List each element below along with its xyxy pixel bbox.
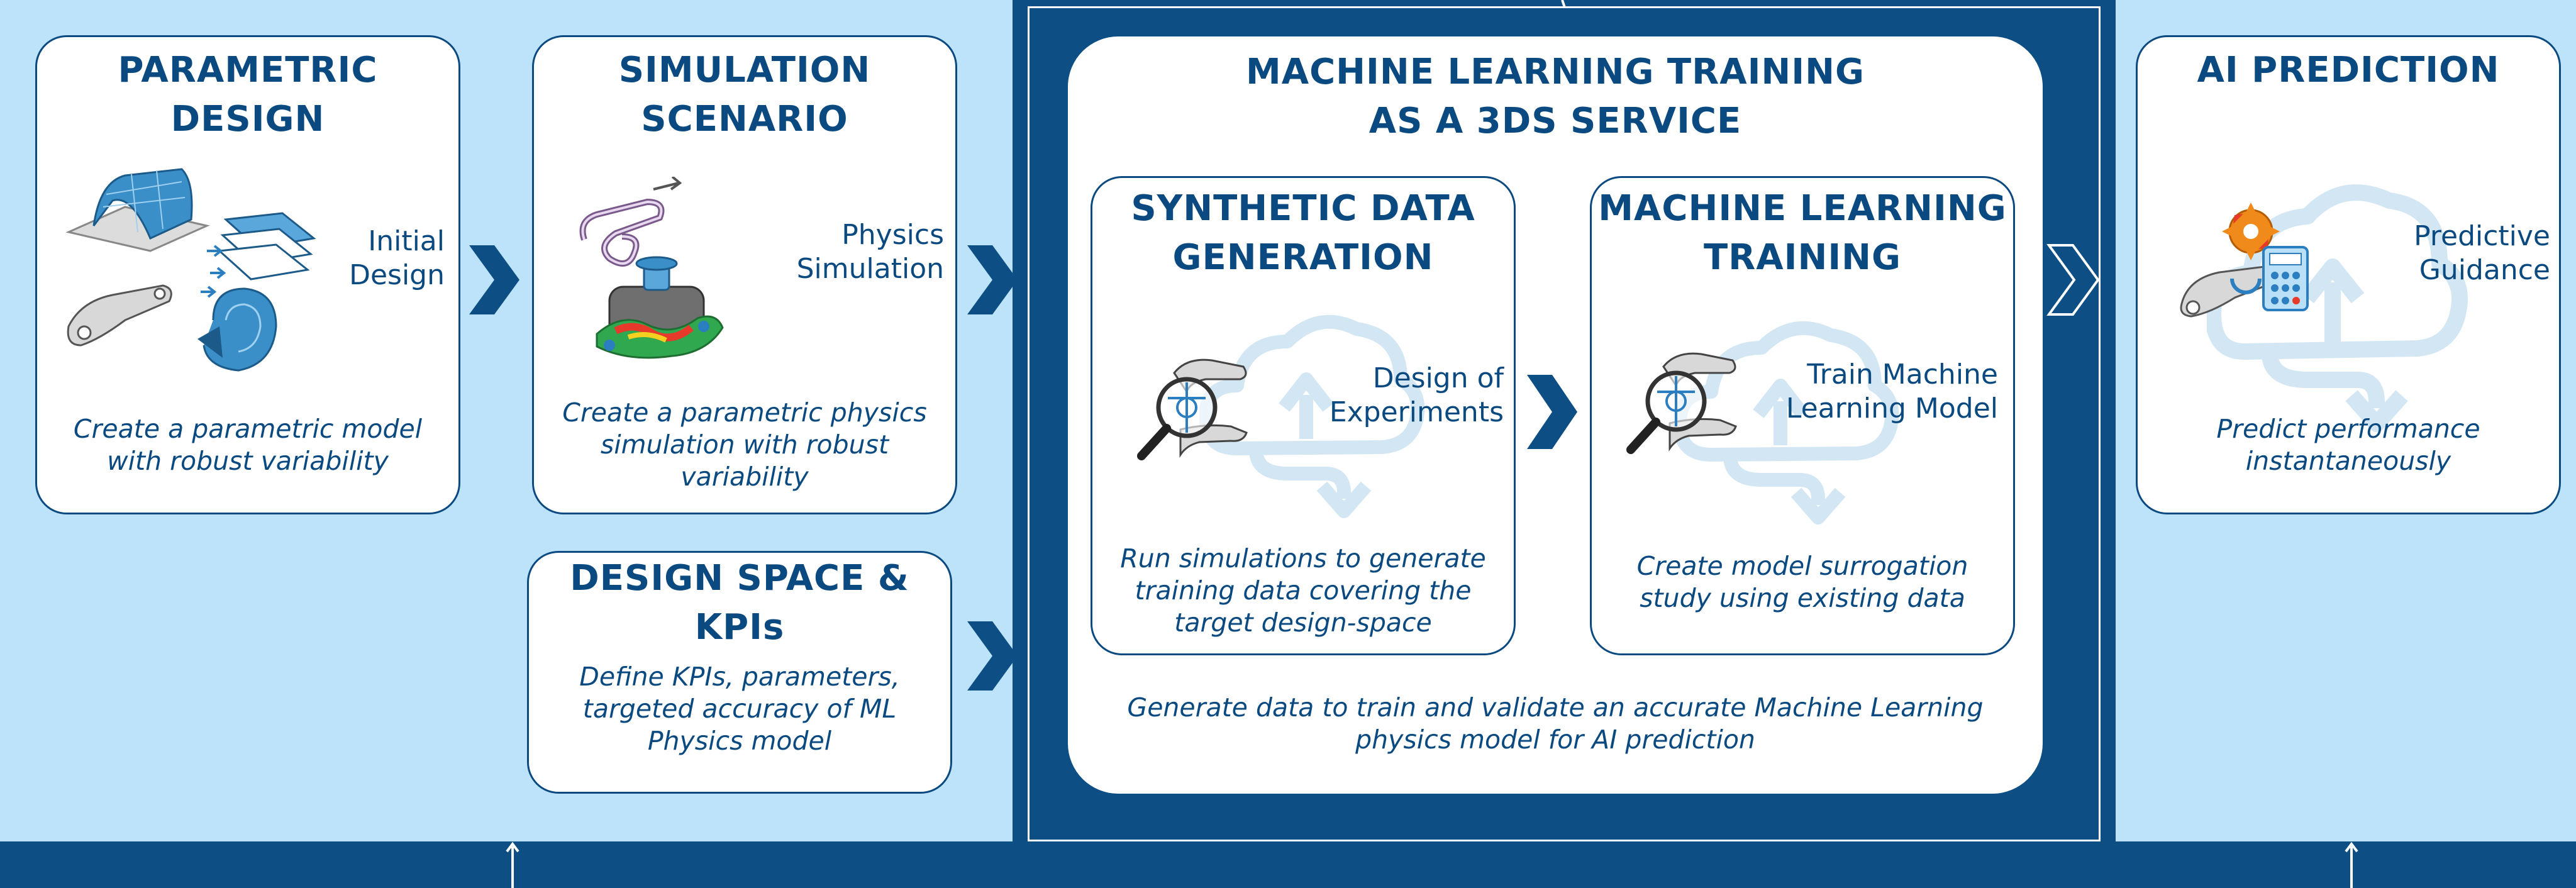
bottom-right-connector — [2345, 841, 2358, 888]
side-label-line: Learning Model — [1785, 392, 1998, 425]
desc-line: Predict performance — [2216, 414, 2480, 444]
title-line: GENERATION — [1172, 237, 1434, 278]
simulation-scenario-card: SIMULATION SCENARIO Physics Simulation C… — [532, 35, 957, 514]
simulation-scenario-description: Create a parametric physics simulation w… — [534, 397, 955, 493]
desc-line: Define KPIs, parameters, — [579, 662, 900, 692]
design-of-experiments-label: Design of Experiments — [1328, 362, 1504, 430]
desc-line: Generate data to train and validate an a… — [1127, 692, 1984, 723]
desc-line: study using existing data — [1640, 583, 1965, 613]
parametric-design-description: Create a parametric model with robust va… — [37, 413, 458, 477]
ai-prediction-description: Predict performance instantaneously — [2138, 413, 2559, 477]
side-label-line: Initial — [368, 225, 445, 257]
synthetic-data-title: SYNTHETIC DATA GENERATION — [1092, 184, 1514, 282]
title-line: MACHINE LEARNING TRAINING — [1246, 52, 1865, 92]
title-line: PARAMETRIC — [118, 50, 378, 91]
physics-simulation-label: Physics Simulation — [780, 218, 944, 286]
predictive-guidance-label: Predictive Guidance — [2387, 219, 2550, 287]
side-label-line: Simulation — [796, 253, 944, 285]
desc-line: variability — [680, 462, 809, 492]
train-ml-model-label: Train Machine Learning Model — [1759, 358, 1998, 426]
desc-line: target design-space — [1174, 608, 1432, 638]
design-space-title: DESIGN SPACE & KPIs — [529, 554, 950, 652]
ai-prediction-title: AI PREDICTION — [2197, 50, 2500, 91]
desc-line: targeted accuracy of ML — [582, 694, 897, 724]
chevron-right-icon — [1527, 375, 1577, 449]
desc-line: Create a parametric physics — [562, 397, 927, 428]
cad-parts-icon — [65, 168, 316, 372]
desc-line: training data covering the — [1135, 575, 1472, 606]
chevron-right-icon — [967, 245, 1018, 314]
side-label-line: Guidance — [2419, 254, 2550, 286]
title-line: KPIs — [694, 607, 785, 648]
title-line: TRAINING — [1703, 237, 1902, 278]
ai-prediction-card: AI PREDICTION Predictive Guidance Predic… — [2136, 35, 2561, 514]
ml-training-card: MACHINE LEARNING TRAINING Train Machine … — [1590, 176, 2015, 655]
ml-training-description: Create model surrogation study using exi… — [1592, 550, 2013, 614]
title-line: MACHINE LEARNING — [1598, 188, 2007, 229]
side-label-line: Predictive — [2414, 220, 2550, 252]
desc-line: with robust variability — [107, 446, 389, 476]
magnifier-parts-icon — [1626, 352, 1737, 454]
title-line: AS A 3DS SERVICE — [1368, 101, 1742, 142]
side-label-line: Experiments — [1329, 396, 1504, 428]
title-line: SCENARIO — [641, 99, 848, 140]
desc-line: instantaneously — [2245, 446, 2451, 476]
ml-service-title: MACHINE LEARNING TRAINING AS A 3DS SERVI… — [1068, 48, 2043, 146]
desc-line: Run simulations to generate — [1120, 543, 1486, 574]
ml-service-description: Generate data to train and validate an a… — [1068, 692, 2043, 756]
chevron-right-icon — [967, 621, 1018, 691]
desc-line: Create a parametric model — [73, 414, 423, 444]
design-space-description: Define KPIs, parameters, targeted accura… — [529, 661, 950, 757]
chevron-right-outline-icon — [2046, 244, 2100, 316]
initial-design-label: Initial Design — [319, 225, 445, 292]
desc-line: Create model surrogation — [1636, 551, 1968, 581]
desc-line: physics model for AI prediction — [1355, 724, 1755, 755]
top-connector — [1561, 0, 1566, 8]
synthetic-data-card: SYNTHETIC DATA GENERATION Design of Expe… — [1091, 176, 1516, 655]
magnifier-parts-icon — [1137, 358, 1248, 460]
side-label-line: Train Machine — [1807, 358, 1998, 391]
design-space-card: DESIGN SPACE & KPIs Define KPIs, paramet… — [527, 551, 952, 794]
title-line: DESIGN SPACE & — [570, 558, 909, 599]
side-label-line: Design of — [1372, 362, 1504, 394]
part-gear-calculator-icon — [2180, 203, 2309, 318]
simulation-scenario-title: SIMULATION SCENARIO — [534, 46, 955, 144]
side-label-line: Design — [349, 259, 445, 291]
side-label-line: Physics — [841, 219, 944, 251]
ml-training-title: MACHINE LEARNING TRAINING — [1592, 184, 2013, 282]
parametric-design-card: PARAMETRIC DESIGN Initial Design Create … — [35, 35, 460, 514]
title-line: DESIGN — [170, 99, 325, 140]
ml-service-card: MACHINE LEARNING TRAINING AS A 3DS SERVI… — [1068, 36, 2043, 794]
title-line: SIMULATION — [618, 50, 871, 91]
desc-line: simulation with robust — [600, 430, 889, 460]
synthetic-data-description: Run simulations to generate training dat… — [1092, 543, 1514, 639]
desc-line: Physics model — [647, 726, 832, 756]
title-line: SYNTHETIC DATA — [1131, 188, 1475, 229]
parametric-design-title: PARAMETRIC DESIGN — [37, 46, 458, 144]
chevron-right-icon — [469, 245, 519, 314]
physics-simulation-icon — [579, 177, 724, 359]
bottom-left-connector — [506, 841, 519, 888]
